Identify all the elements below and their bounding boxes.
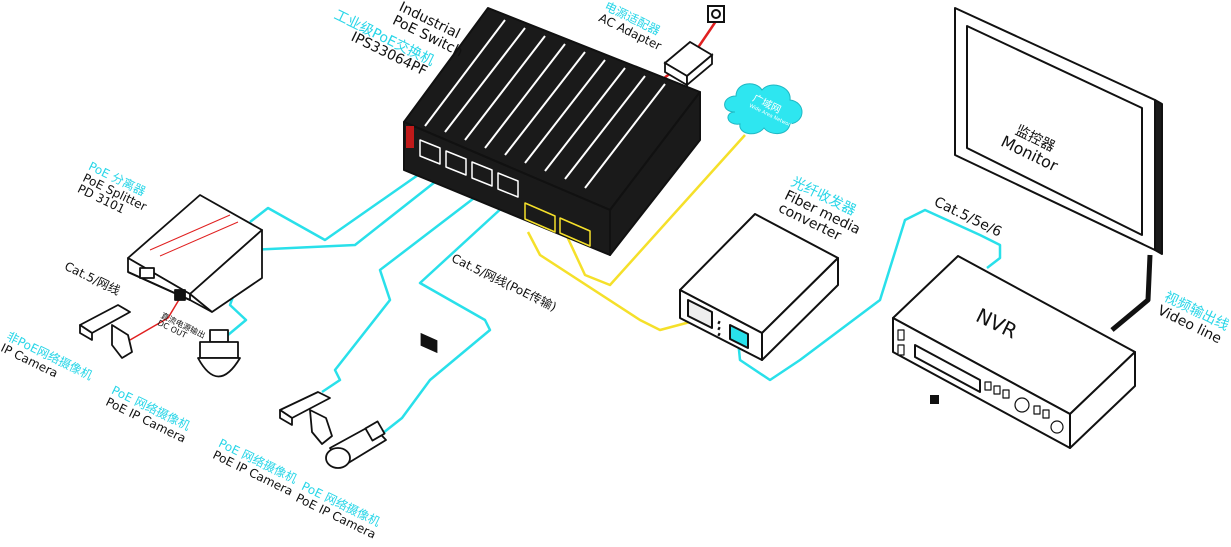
cables <box>129 17 1002 434</box>
ip-camera-bullet <box>79 304 133 359</box>
monitor-side <box>1154 99 1163 255</box>
poe-switch <box>403 7 701 355</box>
switch-port-frames <box>419 139 519 198</box>
cable-switch-fiber <box>526 231 691 332</box>
cable-switch-cloud <box>563 134 746 287</box>
switch-heat-fins <box>424 19 666 189</box>
switch-brand-mark <box>406 126 414 148</box>
switch-side <box>609 91 701 256</box>
video-line-cable <box>1110 254 1153 332</box>
fiber-converter <box>679 213 839 361</box>
monitor-screen <box>966 25 1143 236</box>
nvr <box>892 255 1136 449</box>
poe-bullet-camera-1 <box>279 391 333 445</box>
cloud-icon <box>724 83 803 135</box>
switch-rj45-ports <box>419 331 439 355</box>
cable-camera1-switch <box>321 194 479 394</box>
poe-bullet-camera-2 <box>325 420 387 469</box>
switch-sfp-ports <box>524 202 591 247</box>
small-black-square <box>930 395 939 404</box>
cable-nvr-fiber <box>736 208 1002 382</box>
wall-socket-icon <box>707 5 725 23</box>
monitor <box>954 7 1163 332</box>
poe-splitter <box>127 194 263 313</box>
cable-dcout-camera <box>129 297 181 341</box>
cable-splitter-switch <box>249 166 429 242</box>
poe-dome-camera <box>197 329 241 378</box>
ac-adapter <box>663 40 714 87</box>
cable-camera2-switch <box>382 204 506 434</box>
